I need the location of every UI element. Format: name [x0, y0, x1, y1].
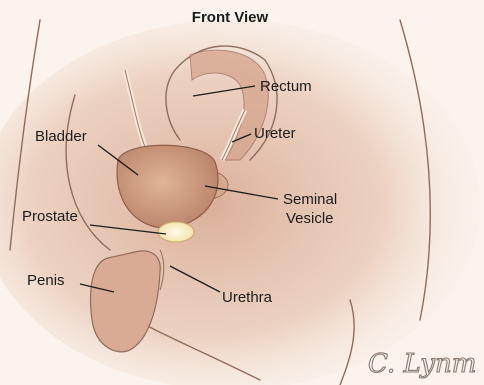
label-penis: Penis — [27, 272, 65, 289]
artist-signature: C. Lynm — [368, 349, 476, 379]
figure-title: Front View — [192, 9, 269, 26]
label-seminal-vesicle-line1: Seminal — [283, 191, 337, 208]
label-prostate: Prostate — [22, 208, 78, 225]
label-rectum: Rectum — [260, 78, 312, 95]
prostate-shape — [158, 222, 194, 242]
label-seminal-vesicle-line2: Vesicle — [286, 210, 334, 227]
label-ureter: Ureter — [254, 125, 296, 142]
label-urethra: Urethra — [222, 289, 273, 306]
label-bladder: Bladder — [35, 128, 87, 145]
